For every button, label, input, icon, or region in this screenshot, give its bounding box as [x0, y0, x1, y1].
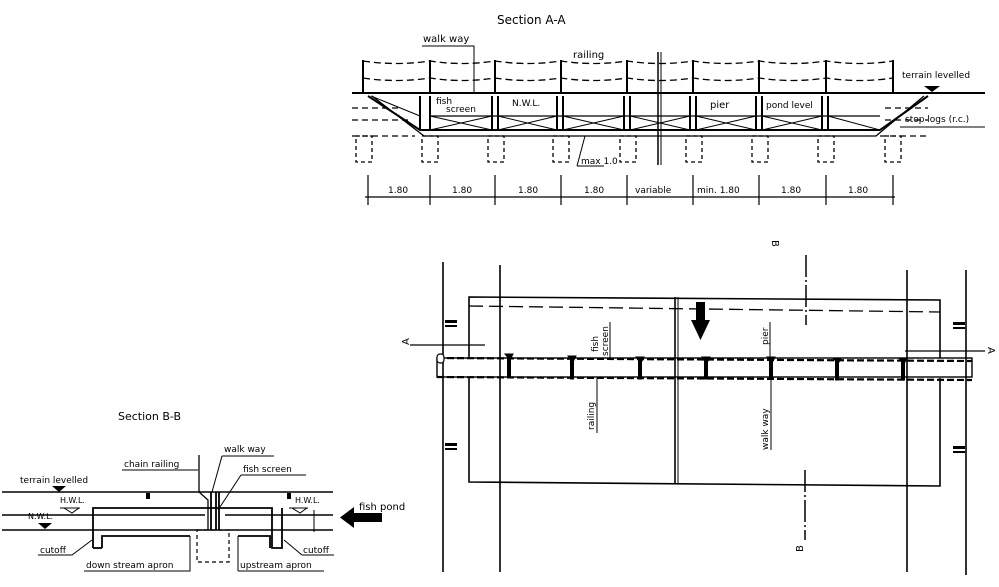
plan-label-railing: railing — [587, 402, 597, 430]
label-b-bottom: B — [795, 545, 806, 552]
dashed-lines — [352, 107, 928, 137]
label-a-right: A — [985, 347, 996, 354]
dim-4: 1.80 — [584, 186, 604, 196]
label-fish-screen-2: screen — [446, 105, 476, 115]
terrain-marker-icon — [924, 86, 940, 92]
bb-label-cutoff-left: cutoff — [40, 546, 67, 556]
label-stop-logs: stop logs (r.c.) — [905, 115, 969, 125]
plan-label-fish: fish — [591, 336, 601, 352]
dim-1: 1.80 — [388, 186, 408, 196]
terrain-marker-icon — [52, 486, 66, 492]
plan-label-walk-way: walk way — [761, 408, 771, 450]
bb-label-cutoff-right: cutoff — [303, 546, 330, 556]
section-bb-labels: chain railing walk way fish screen terra… — [20, 445, 405, 572]
label-max: max 1.0 — [581, 157, 618, 167]
bb-label-downstream-apron: down stream apron — [86, 561, 174, 571]
fish-pond-arrow-icon — [340, 507, 382, 528]
label-a-left: A — [401, 338, 412, 345]
plan-label-screen: screen — [601, 326, 611, 356]
railing-posts — [362, 60, 894, 93]
dim-3: 1.80 — [518, 186, 538, 196]
railing-chains — [362, 60, 894, 82]
section-a-markers: A A — [401, 338, 996, 354]
plan-labels: fish screen pier railing walk way — [587, 322, 772, 450]
water-levels — [2, 491, 333, 531]
plan-view: B B — [401, 240, 996, 575]
dim-7: 1.80 — [781, 186, 801, 196]
bb-label-walk-way: walk way — [224, 445, 266, 455]
label-walk-way: walk way — [423, 34, 469, 45]
section-bb: Section B-B chain railing walk way fi — [2, 410, 405, 572]
dim-5: variable — [635, 186, 672, 196]
bb-label-terrain: terrain levelled — [20, 476, 88, 486]
bb-label-fish-pond: fish pond — [359, 502, 405, 513]
dim-8: 1.80 — [848, 186, 868, 196]
dim-6: min. 1.80 — [697, 186, 740, 196]
dashed-edge — [468, 305, 941, 313]
channel-walls — [442, 262, 967, 575]
stop-logs-bracing — [370, 95, 881, 131]
foundations — [355, 135, 902, 163]
bb-label-hwl-right: H.W.L. — [295, 496, 320, 505]
label-terrain-levelled: terrain levelled — [902, 71, 970, 81]
bb-label-fish-screen: fish screen — [243, 465, 292, 475]
weir-structure — [367, 95, 929, 137]
label-b-top: B — [769, 240, 780, 247]
section-aa: Section A-A — [352, 13, 985, 205]
wall-markers — [445, 320, 965, 453]
label-pond-level: pond level — [766, 101, 813, 111]
dimension-chain: 1.80 1.80 1.80 1.80 variable min. 1.80 1… — [365, 175, 895, 205]
flow-arrow-icon — [691, 302, 710, 340]
label-pier: pier — [710, 100, 730, 111]
piers — [436, 353, 908, 381]
dim-2: 1.80 — [452, 186, 472, 196]
label-fish-screen-1: fish — [436, 97, 452, 107]
nwl-marker-icon — [38, 523, 52, 529]
bb-label-hwl-left: H.W.L. — [60, 496, 85, 505]
weir-plan-outline — [468, 296, 941, 487]
bb-label-upstream-apron: upstream apron — [240, 561, 312, 571]
section-bb-title: Section B-B — [118, 410, 181, 423]
bb-foundation — [196, 529, 230, 563]
bb-label-nwl-left: N.W.L. — [28, 512, 53, 521]
plan-label-pier: pier — [761, 327, 771, 345]
label-railing: railing — [573, 50, 604, 61]
label-nwl: N.W.L. — [512, 99, 540, 109]
bb-label-chain-railing: chain railing — [124, 460, 179, 470]
section-aa-labels: walk way railing fish screen N.W.L. pier… — [422, 34, 985, 167]
section-aa-title: Section A-A — [497, 13, 566, 27]
bb-structure — [92, 455, 283, 549]
